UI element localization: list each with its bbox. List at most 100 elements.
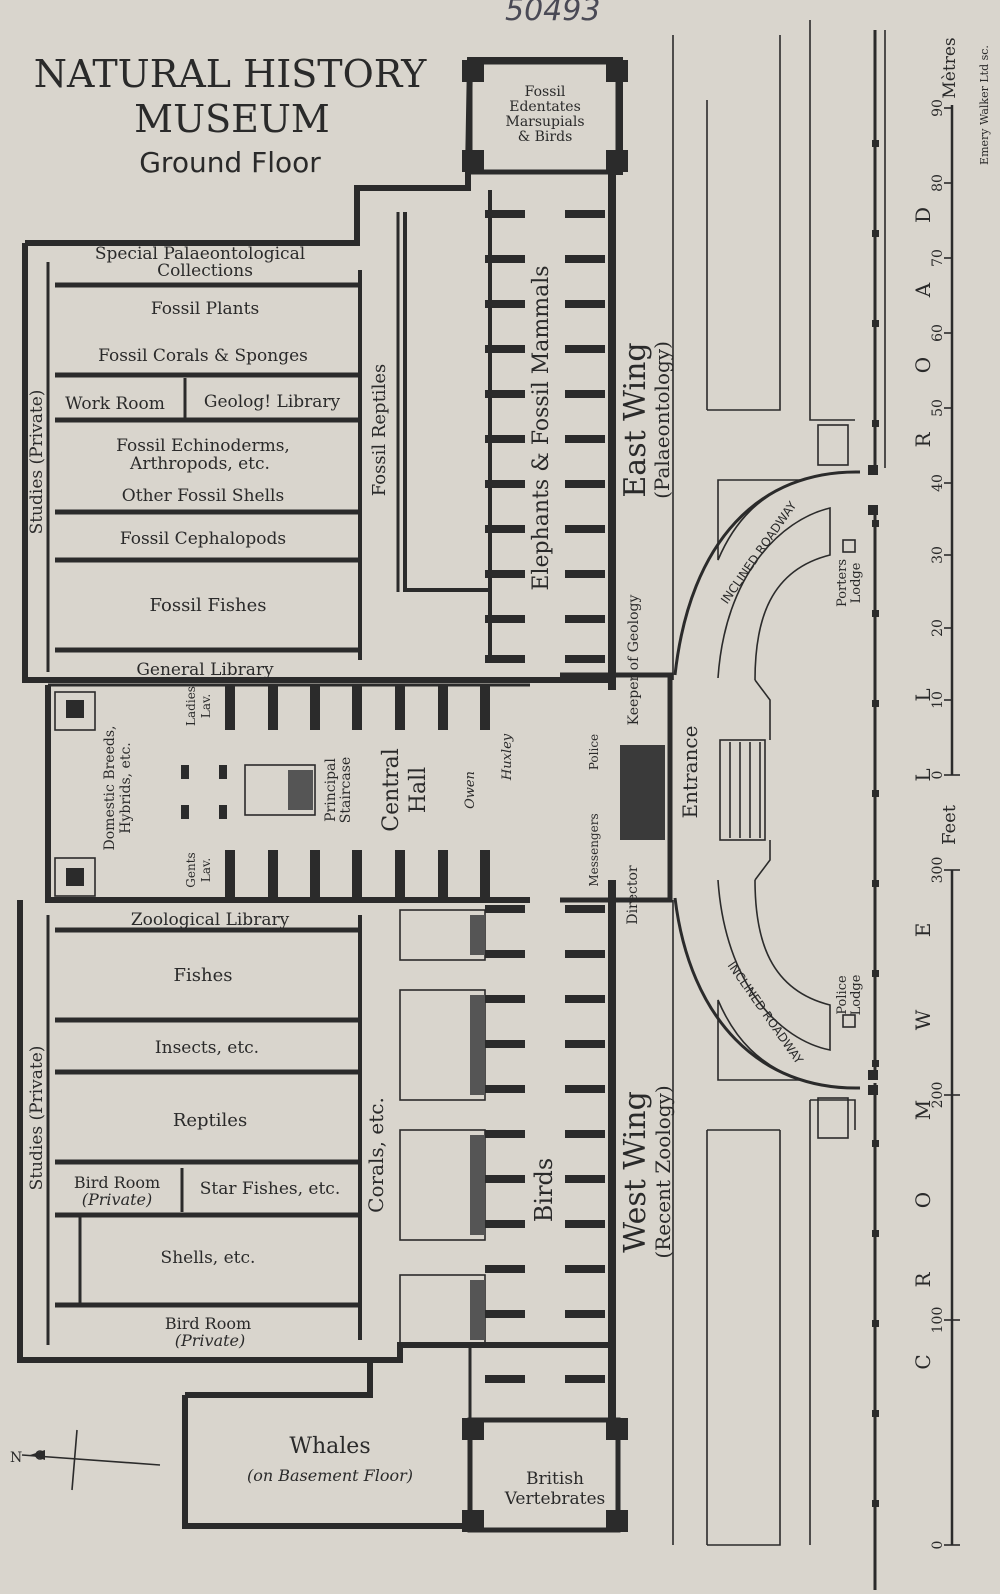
label-british-vertebrates-1: British [526,1469,584,1489]
label-special-palaeo-2: Collections [157,261,253,281]
road-letter-l1: L [911,688,935,701]
label-principal-staircase-2: Staircase [338,757,354,823]
scale-m-10: 10 [930,691,946,709]
label-gents-lav-2: Lav. [199,858,213,882]
label-police: Police [587,734,601,770]
label-west-wing: West Wing [618,1091,653,1253]
compass-north-label: N [10,1450,22,1466]
label-principal-staircase-1: Principal [323,758,339,822]
label-porters-lodge-2: Lodge [849,562,864,603]
label-fossil-echinoderms-1: Fossil Echinoderms, [116,436,290,456]
label-porters-lodge-1: Porters [835,559,850,607]
principal-staircase-drawing [244,764,316,816]
label-fossil-echinoderms-2: Arthropods, etc. [129,454,270,474]
catalogue-number: 50493 [505,0,600,28]
label-fishes: Fishes [174,965,233,986]
label-reptiles: Reptiles [173,1110,247,1131]
label-british-vertebrates-2: Vertebrates [504,1489,606,1509]
label-police-lodge-1: Police [835,975,850,1015]
road-label-cromwell-road: D A O R L L E W M O R C [911,207,935,1370]
label-zoological-library: Zoological Library [131,910,290,930]
scale-m-30: 30 [930,546,946,564]
label-fossil-reptiles: Fossil Reptiles [369,364,390,496]
scale-m-90: 90 [930,99,946,117]
label-ladies-lav-2: Lav. [199,694,213,718]
scale-ft-100: 100 [930,1307,946,1334]
label-whales-sub: (on Basement Floor) [247,1466,413,1485]
road-letter-d: D [911,207,935,223]
map-title-line2: MUSEUM [134,97,330,141]
label-huxley: Huxley [500,733,515,781]
scale-metres-label: Mètres [940,37,960,98]
scale-ft-300: 300 [930,857,946,884]
label-shells: Shells, etc. [161,1248,256,1268]
label-domestic-breeds-1: Domestic Breeds, [102,726,118,851]
road-letter-e: E [911,923,935,938]
grounds [672,20,886,1590]
label-owen: Owen [463,771,478,809]
label-insects: Insects, etc. [155,1038,259,1058]
road-letter-a: A [911,282,935,298]
label-fossil-corals: Fossil Corals & Sponges [98,346,308,366]
label-whales: Whales [289,1434,370,1459]
scale-m-70: 70 [930,249,946,267]
gallery-piers-west [485,905,605,1383]
elephants-gallery-walls [396,190,492,660]
scale-m-80: 80 [930,174,946,192]
label-fossil-cephalopods: Fossil Cephalopods [120,529,286,549]
building-walls [17,57,628,1533]
label-star-fishes: Star Fishes, etc. [200,1179,340,1199]
label-other-fossil-shells: Other Fossil Shells [122,486,284,506]
label-keeper-geology: Keeper of Geology [626,595,642,726]
label-bird-room-1-private: (Private) [82,1190,153,1209]
road-letter-w: W [911,1009,935,1030]
label-director: Director [625,865,641,925]
room-labels: Fossil Edentates Marsupials & Birds Spec… [27,84,864,1509]
engraver-credit: Emery Walker Ltd sc. [978,45,991,165]
label-domestic-breeds-2: Hybrids, etc. [118,742,134,834]
scale-m-50: 50 [930,399,946,417]
label-ladies-lav-1: Ladies [184,686,198,726]
label-east-wing-sub: (Palaeontology) [650,341,674,499]
label-fossil-plants: Fossil Plants [151,299,259,319]
label-studies-east: Studies (Private) [27,390,47,535]
road-letter-m: M [911,1100,935,1120]
road-letter-r: R [911,432,935,448]
north-arrow [21,1429,161,1491]
scale-bar [944,105,960,1546]
label-fossil-fishes: Fossil Fishes [149,595,266,616]
scale-m-40: 40 [930,474,946,492]
label-fossil-edentates-4: & Birds [518,129,573,145]
scale-labels: Mètres 90 80 70 60 50 40 30 20 10 0 Feet… [930,37,960,1549]
road-letter-o2: O [911,1192,935,1208]
label-elephants: Elephants & Fossil Mammals [529,265,554,590]
road-letter-o: O [911,357,935,373]
label-special-palaeo-1: Special Palaeontological [95,244,305,264]
entrance-block [560,672,673,903]
road-letter-l2: L [911,768,935,781]
scale-ft-200: 200 [930,1082,946,1109]
label-birds: Birds [530,1158,558,1222]
label-east-wing: East Wing [618,342,653,497]
label-gents-lav-1: Gents [184,852,198,887]
west-wing-staircases [399,909,486,1346]
west-wing-room-dividers [55,915,362,1340]
road-letter-r2: R [911,1272,935,1288]
label-fossil-edentates-3: Marsupials [505,114,584,130]
label-bird-room-1: Bird Room [74,1173,160,1192]
label-fossil-edentates-2: Edentates [509,99,581,115]
scale-m-0: 0 [930,771,946,780]
scale-ft-0: 0 [930,1541,946,1550]
label-central-hall-1: Central [379,748,404,832]
label-bird-room-2-private: (Private) [175,1331,246,1350]
label-geolog-library: Geolog! Library [204,392,341,412]
label-bird-room-2: Bird Room [165,1314,251,1333]
label-fossil-edentates-1: Fossil [525,84,566,100]
label-central-hall-2: Hall [406,767,431,813]
east-wing-room-dividers [55,270,362,660]
label-work-room: Work Room [65,394,165,414]
scale-m-20: 20 [930,619,946,637]
scale-m-60: 60 [930,324,946,342]
